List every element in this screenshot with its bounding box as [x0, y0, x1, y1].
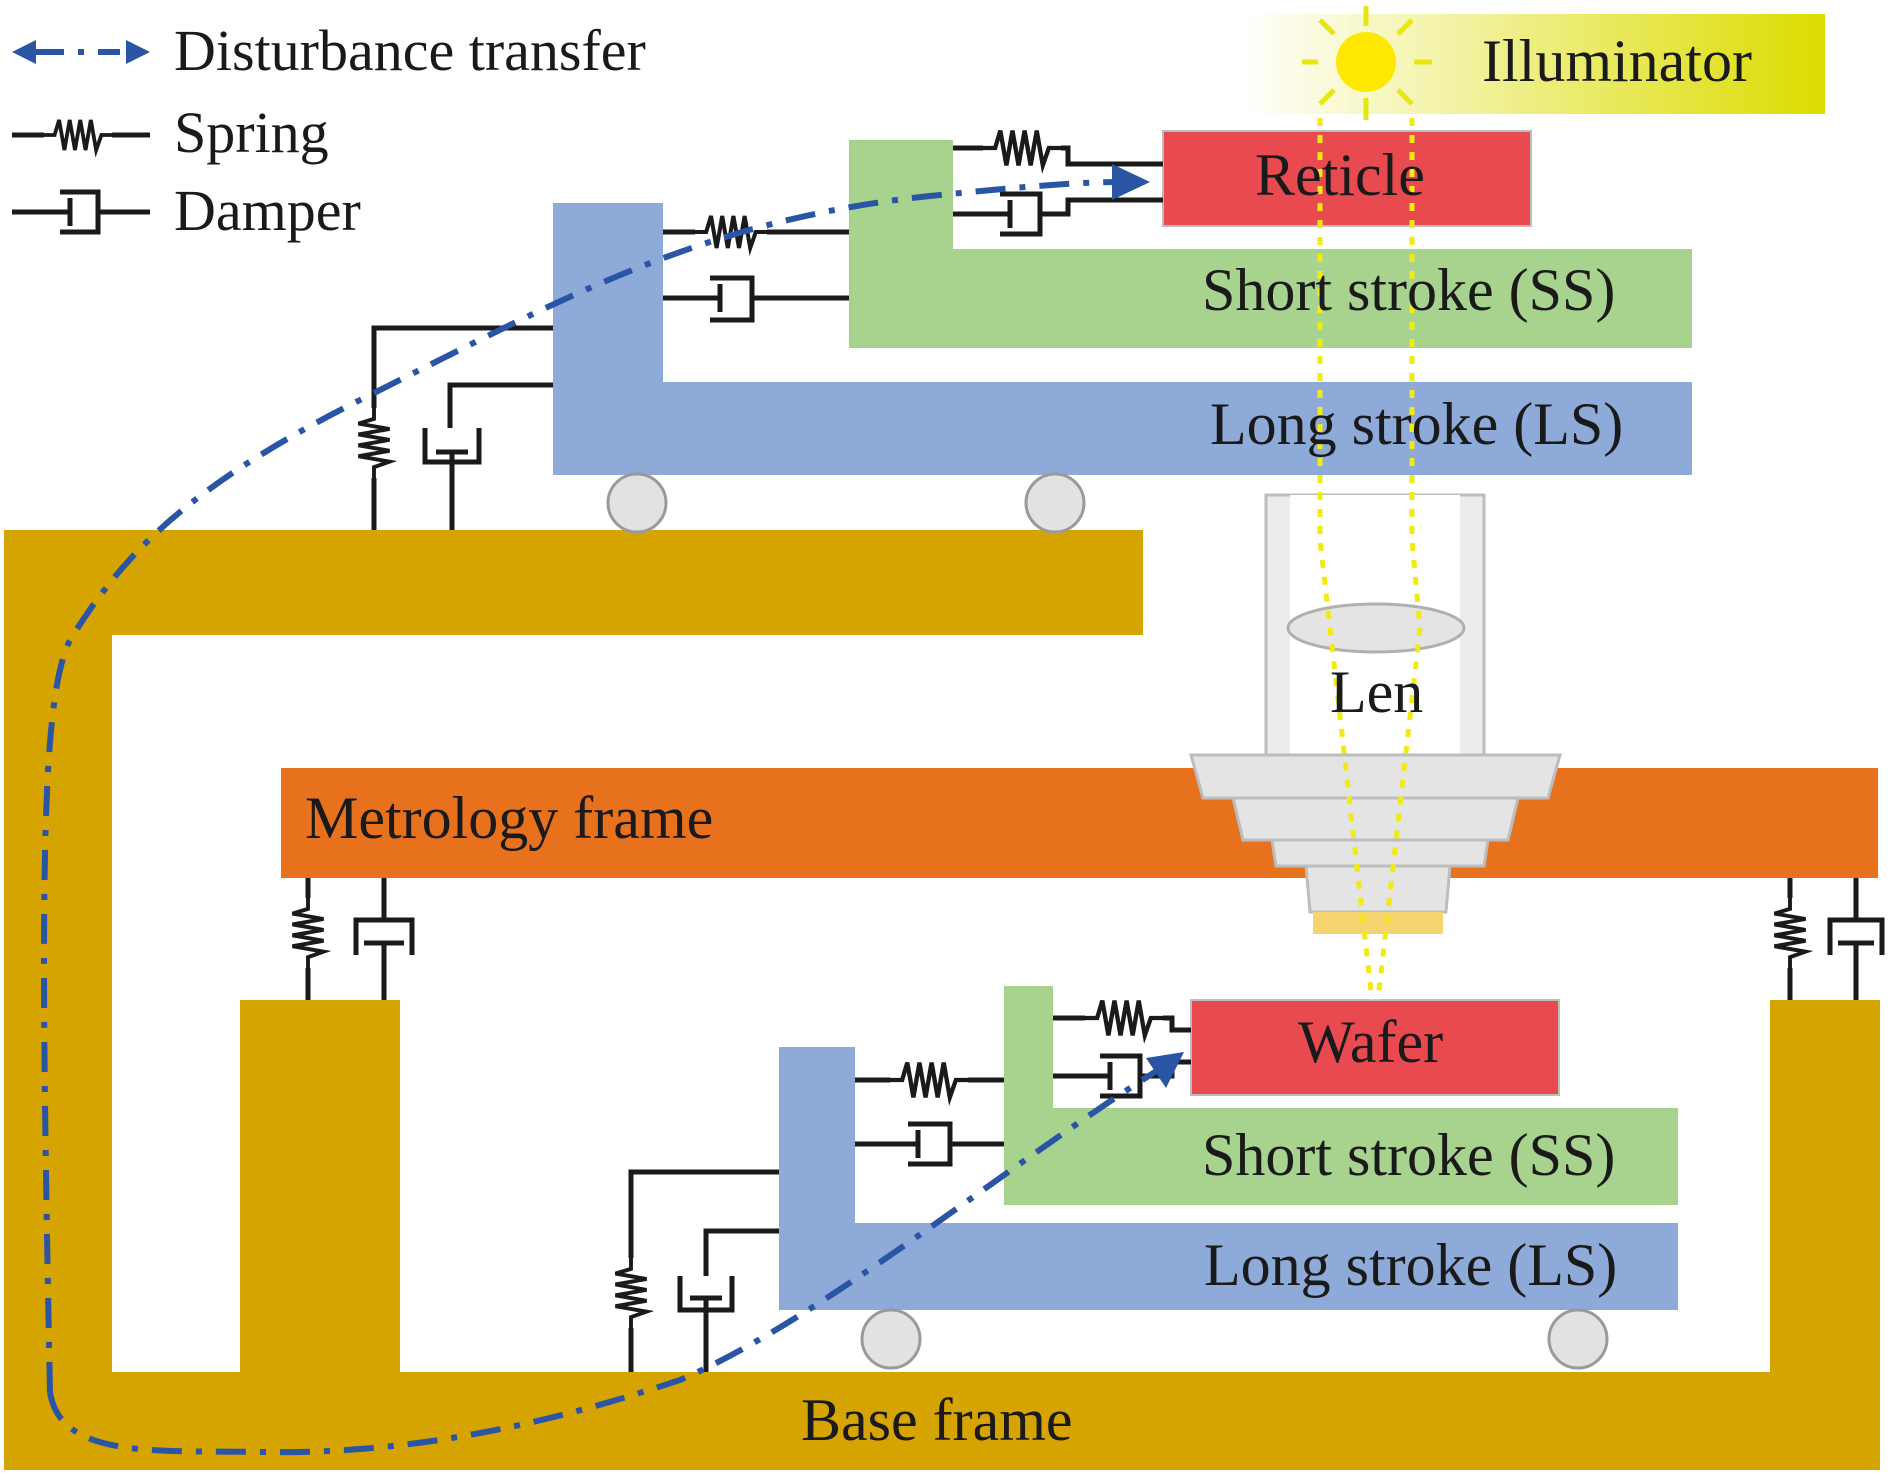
legend-disturbance: Disturbance transfer	[12, 18, 646, 83]
damper-icon	[953, 191, 1163, 237]
lens-stage-1	[1189, 753, 1562, 800]
metrology-frame	[281, 768, 1878, 878]
reticle-long-stroke-label: Long stroke (LS)	[1210, 391, 1623, 457]
damper-icon	[677, 1276, 735, 1372]
wafer-ls-mount	[615, 1169, 779, 1372]
spring-icon	[890, 1063, 968, 1098]
reticle-ss-mount	[953, 131, 1163, 237]
wafer-block	[1190, 999, 1560, 1096]
lens-element	[1286, 602, 1466, 654]
roller-icon	[1547, 1308, 1609, 1370]
legend-disturbance-label: Disturbance transfer	[174, 18, 646, 83]
base-frame	[4, 530, 1880, 1470]
metrology-frame-bar	[281, 768, 1878, 878]
disturbance-path-reticle	[41, 164, 1150, 1393]
wafer-stage	[779, 986, 1678, 1370]
sun-icon	[1302, 6, 1432, 120]
lens-stage-4	[1304, 864, 1452, 914]
spring-icon	[358, 408, 389, 478]
metrology-frame-label: Metrology frame	[305, 785, 713, 851]
damper-icon	[663, 275, 849, 323]
wafer-ss-mount	[1053, 1001, 1191, 1099]
wafer-long-stroke-label: Long stroke (LS)	[1204, 1232, 1617, 1298]
reticle-ss-ls-mount	[663, 216, 849, 323]
illuminator-label: Illuminator	[1482, 28, 1752, 94]
spring-icon	[615, 1258, 646, 1328]
metrology-right-mount	[1774, 878, 1885, 1000]
wafer-label: Wafer	[1298, 1009, 1443, 1075]
legend: Disturbance transfer Spring Damper	[12, 18, 646, 243]
roller-icon	[1024, 472, 1086, 534]
reticle-short-stroke-label: Short stroke (SS)	[1202, 257, 1615, 323]
lens-stage-2	[1231, 796, 1520, 842]
legend-damper: Damper	[12, 178, 361, 243]
wafer-short-stroke-label: Short stroke (SS)	[1202, 1122, 1615, 1188]
spring-icon	[44, 120, 112, 150]
roller-icon	[860, 1308, 922, 1370]
roller-icon	[606, 472, 668, 534]
reticle-label: Reticle	[1255, 142, 1425, 208]
base-frame-body	[4, 530, 1880, 1470]
lens-label: Len	[1330, 659, 1423, 725]
reticle-long-stroke	[553, 203, 1692, 475]
legend-spring-label: Spring	[174, 100, 329, 165]
metrology-left-mount	[292, 878, 415, 1000]
spring-icon	[1085, 1001, 1163, 1036]
reticle-block	[1162, 130, 1532, 227]
light-beam	[1317, 118, 1423, 1001]
damper-icon	[1827, 878, 1885, 1000]
arrow-head-icon	[126, 40, 150, 64]
wafer-ss-ls-mount	[855, 1063, 1004, 1167]
damper-icon	[855, 1121, 1004, 1167]
illuminator	[1240, 6, 1825, 120]
disturbance-path-wafer	[47, 1052, 1184, 1456]
legend-damper-label: Damper	[174, 178, 361, 243]
arrow-head-icon	[1112, 164, 1150, 200]
spring-icon	[983, 131, 1061, 166]
spring-icon	[1774, 898, 1805, 968]
base-frame-label: Base frame	[801, 1387, 1073, 1453]
wafer-long-stroke	[779, 1047, 1678, 1310]
arrow-head-icon	[1146, 1052, 1184, 1088]
reticle-short-stroke	[849, 140, 1692, 348]
damper-icon	[422, 428, 482, 530]
legend-spring: Spring	[12, 100, 329, 165]
arrow-head-icon	[12, 40, 36, 64]
lens-stage-3	[1270, 838, 1490, 868]
wafer-short-stroke	[1004, 986, 1678, 1205]
reticle-stage	[553, 130, 1692, 534]
spring-icon	[292, 898, 323, 968]
reticle-ls-mount	[358, 325, 553, 530]
damper-icon	[353, 878, 415, 1000]
lens-tip	[1313, 912, 1443, 934]
